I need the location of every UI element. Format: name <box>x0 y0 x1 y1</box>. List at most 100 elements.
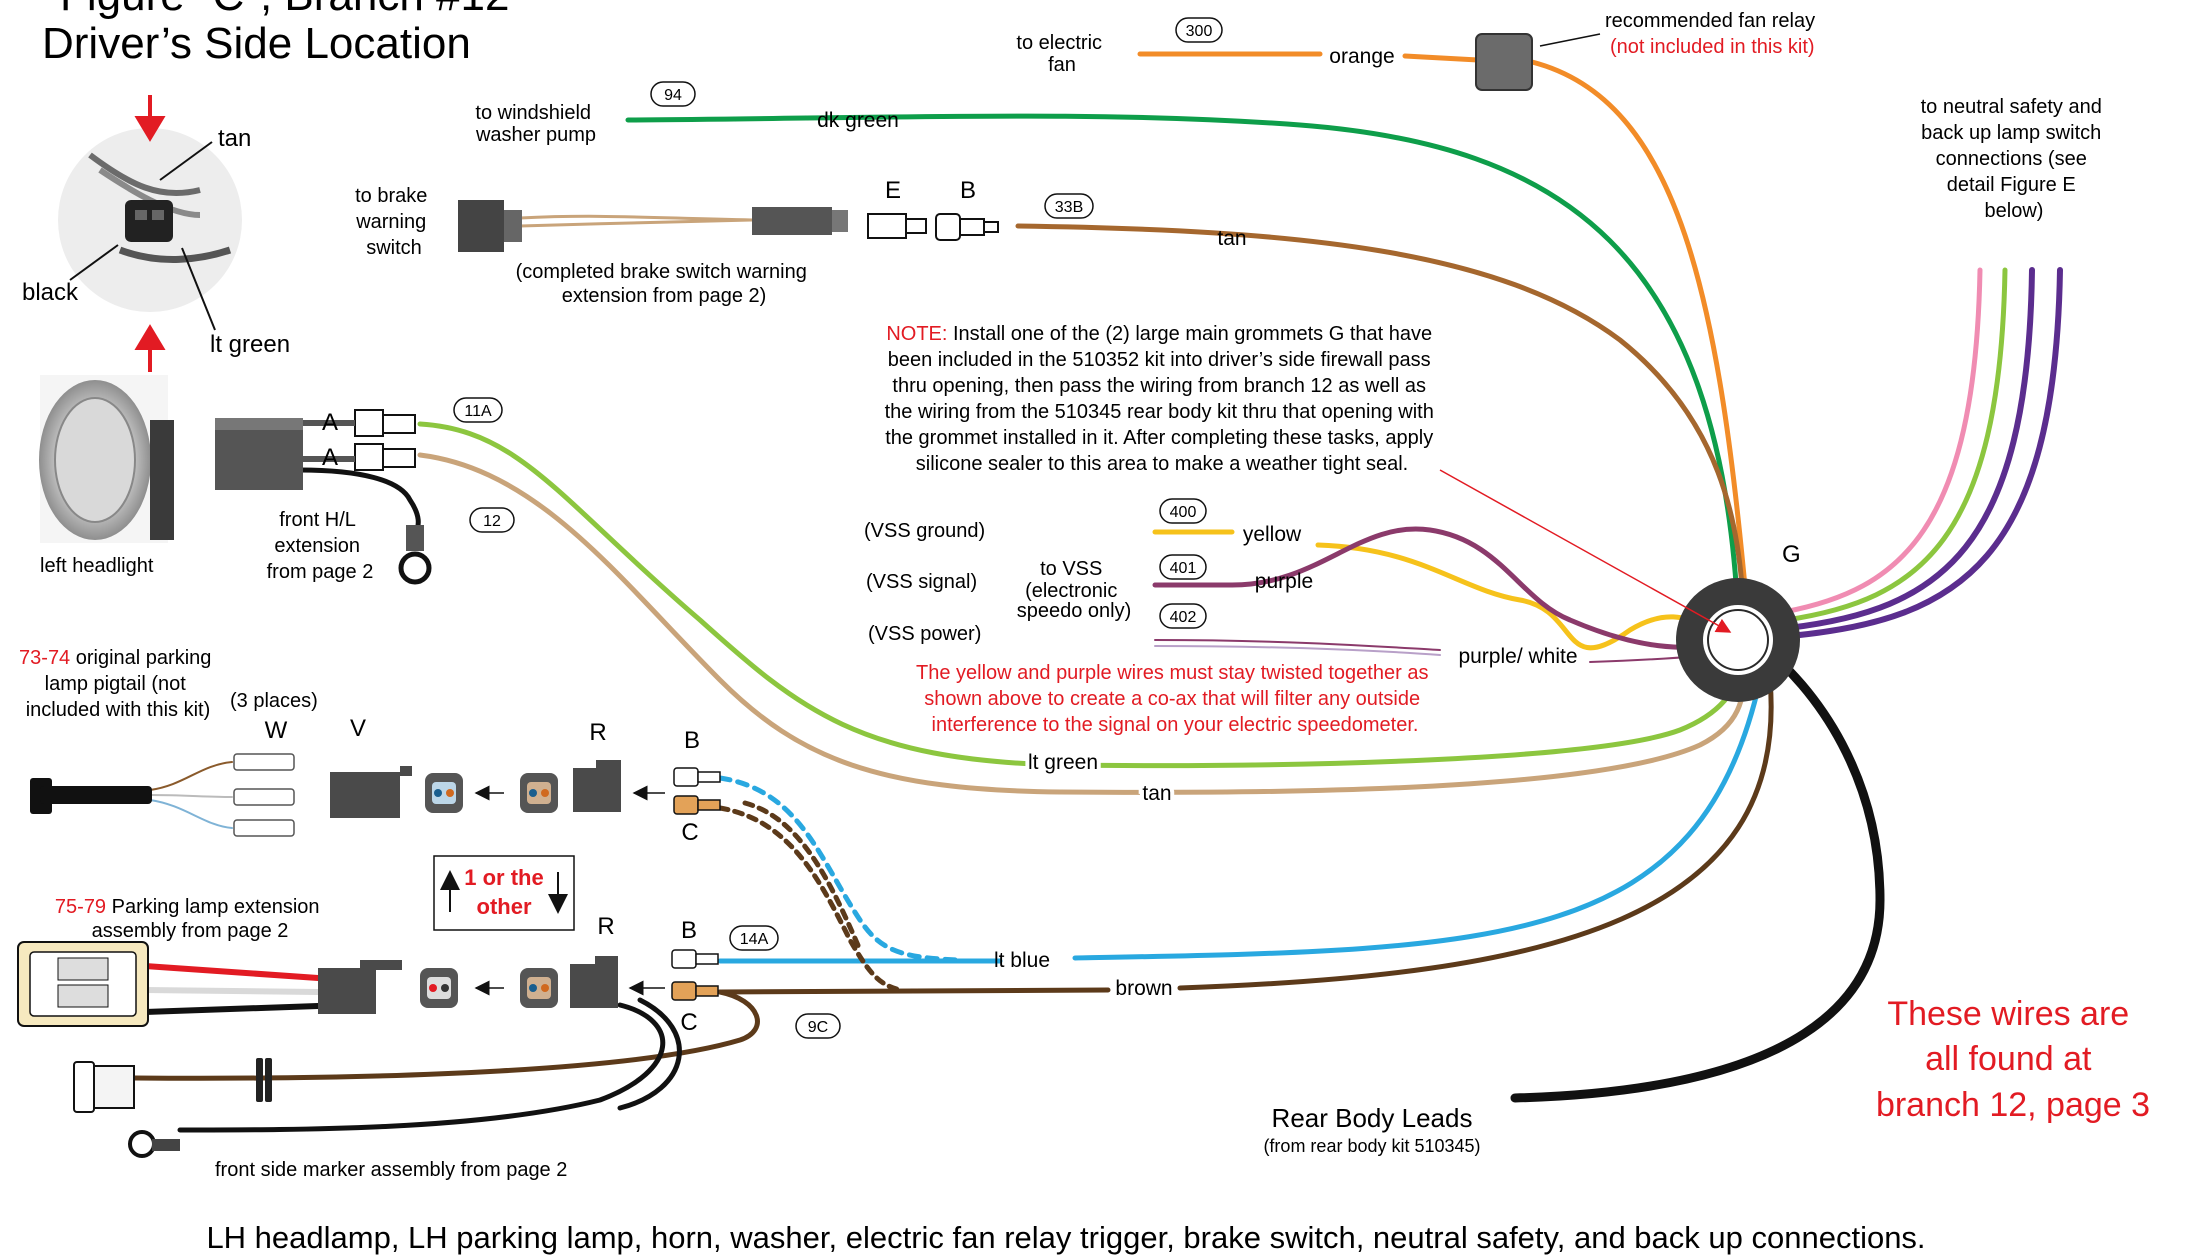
wire-label-orange: orange <box>1329 45 1394 68</box>
connector-a2-label: A <box>322 444 338 471</box>
parking-orig-places: (3 places) <box>230 690 318 712</box>
main-grommet <box>1676 578 1800 702</box>
wire-lt-green <box>417 421 1745 769</box>
wire-brown <box>717 987 1111 995</box>
note-pointer-arrow <box>1439 469 1732 633</box>
connector-a1-label: A <box>322 409 338 436</box>
side-marker-label: front side marker assembly from page 2 <box>215 1159 567 1181</box>
wire-tan-brake-left <box>518 214 754 222</box>
wire-label-purple-white: purple/ white <box>1458 645 1577 668</box>
wire-tan-brake-left-2 <box>518 218 754 228</box>
arrow-down-top <box>134 95 166 142</box>
wire-violet-2 <box>1787 267 2063 639</box>
wire-tan-33b <box>1015 223 1747 621</box>
wire-brown-marker <box>132 989 760 1081</box>
wire-ext-red <box>142 963 321 981</box>
svg-text:402: 402 <box>1170 609 1197 626</box>
wire-label-yellow: yellow <box>1243 523 1302 546</box>
connector-e-label: E <box>885 177 901 204</box>
headlight-label-tan: tan <box>218 125 251 152</box>
footer-caption: LH headlamp, LH parking lamp, horn, wash… <box>206 1220 1925 1255</box>
front-hl-label: front H/L extension from page 2 <box>267 509 374 583</box>
rear-body-sub: (from rear body kit 510345) <box>1263 1136 1480 1156</box>
connector-r-ext-label: R <box>597 913 614 940</box>
svg-text:14A: 14A <box>740 931 769 948</box>
wire-label-tan-12: tan <box>1142 782 1171 805</box>
brake-ext-connector <box>752 207 848 235</box>
plug-ext <box>420 968 458 1008</box>
wire-tan-12 <box>417 452 1749 795</box>
svg-text:94: 94 <box>664 87 682 104</box>
vss-twist-note: The yellow and purple wires must stay tw… <box>916 662 1434 736</box>
circuit-402-badge: 402 <box>1159 603 1207 629</box>
connector-v-ext <box>318 960 402 1014</box>
terminal-c-orig <box>673 795 721 815</box>
wire-label-purple: purple <box>1255 570 1313 593</box>
fan-relay-note: (not included in this kit) <box>1610 36 1815 58</box>
brake-to-label: to brake warning switch <box>355 185 433 259</box>
circuit-300-badge: 300 <box>1175 17 1223 43</box>
wire-lt-blue-2 <box>1072 677 1763 961</box>
connector-c-ext-label: C <box>680 1009 697 1036</box>
wire-black-ground-2 <box>617 997 682 1111</box>
wire-pigtail-brown <box>149 761 233 791</box>
svg-text:401: 401 <box>1170 560 1197 577</box>
connector-v-label: V <box>350 715 366 742</box>
wire-harness <box>132 51 2063 1133</box>
terminal-c-ext <box>671 981 719 1001</box>
connector-a-bottom <box>303 443 416 471</box>
connector-e <box>867 213 927 239</box>
ring-terminal-hl <box>398 525 432 585</box>
connector-b-orig-label: B <box>684 727 700 754</box>
svg-text:300: 300 <box>1186 23 1213 40</box>
wire-label-brown: brown <box>1115 977 1172 1000</box>
wire-pigtail-blue <box>149 799 233 829</box>
side-marker-grommet <box>256 1058 272 1102</box>
parking-ext-label: 75-79 Parking lamp extension assembly fr… <box>55 896 325 942</box>
wire-lt-blue-alt <box>717 775 963 963</box>
washer-to-label: to windshield washer pump <box>475 102 597 146</box>
circuit-14a-badge: 14A <box>729 925 779 951</box>
connector-b-brake <box>935 213 999 241</box>
connector-a-top <box>303 409 416 437</box>
parking-orig-socket <box>30 778 152 814</box>
vss-power-label: (VSS power) <box>868 623 981 645</box>
fan-relay-label: recommended fan relay <box>1605 10 1815 32</box>
connector-b-brake-label: B <box>960 177 976 204</box>
brake-extension-note: (completed brake switch warning extensio… <box>516 261 813 307</box>
connector-w-label: W <box>265 717 288 744</box>
wire-orange-to-grommet <box>1529 59 1751 623</box>
wire-label-dk-green: dk green <box>817 109 899 132</box>
connector-r-ext <box>570 956 618 1008</box>
headlight-top-photo <box>58 128 242 312</box>
headlight-label-black: black <box>22 279 79 306</box>
wire-purple-white-2 <box>1154 645 1441 656</box>
wire-black-rear-body <box>1510 635 1885 1103</box>
right-note: These wires are all found at branch 12, … <box>1876 995 2150 1124</box>
fan-to-label: to electric fan <box>1016 32 1107 76</box>
brake-switch-connector <box>458 200 522 252</box>
rear-body-title: Rear Body Leads <box>1272 1103 1473 1133</box>
headlight-label-lt-green: lt green <box>210 331 290 358</box>
vss-to-label: to VSS (electronic speedo only) <box>1017 558 1132 622</box>
wire-ext-white <box>142 987 321 995</box>
headlight-side-photo <box>39 375 174 543</box>
wire-pink <box>1781 267 1983 615</box>
ring-terminal-marker <box>128 1130 180 1158</box>
connector-v <box>330 766 412 818</box>
wire-orange-to-relay <box>1402 53 1481 63</box>
wire-dk-green <box>625 113 1741 618</box>
svg-text:12: 12 <box>483 513 501 530</box>
wire-violet-1 <box>1785 267 2035 631</box>
vss-ground-label: (VSS ground) <box>864 520 985 542</box>
wire-pigtail-white <box>149 794 233 798</box>
wire-brown-alt-2 <box>742 800 863 953</box>
terminal-b-orig <box>673 767 721 787</box>
circuit-12-badge: 12 <box>469 507 515 533</box>
wire-green-ns <box>1783 267 2008 623</box>
neutral-safety-label: to neutral safety and back up lamp switc… <box>1921 96 2108 222</box>
install-note: NOTE: Install one of the (2) large main … <box>885 323 1440 475</box>
terminal-w-set <box>233 753 295 837</box>
parking-orig-label: 73-74 original parking lamp pigtail (not… <box>19 647 217 721</box>
